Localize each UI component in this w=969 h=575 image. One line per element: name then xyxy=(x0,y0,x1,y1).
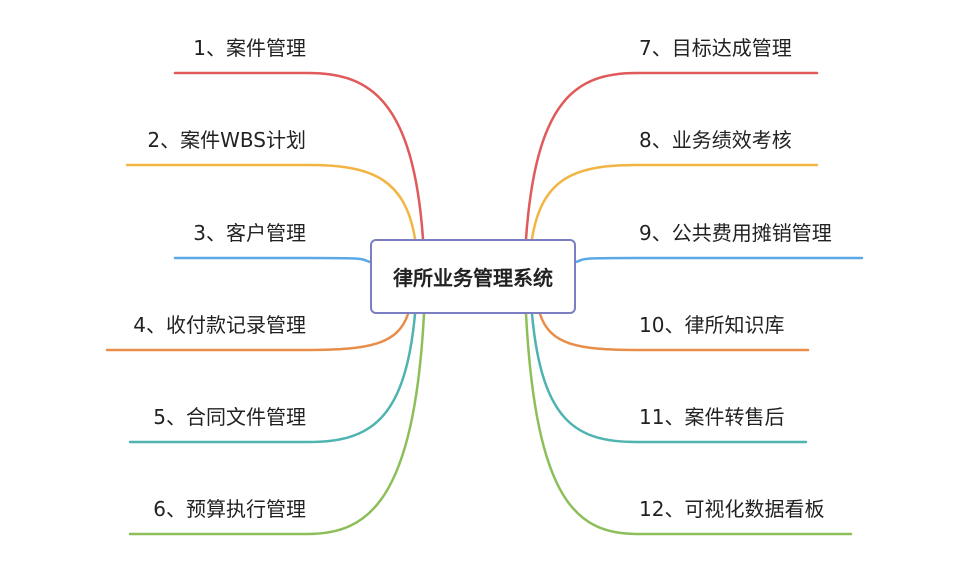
left-branch-connector-5 xyxy=(128,312,417,444)
left-branch-label-2[interactable]: 2、案件WBS计划 xyxy=(147,128,306,152)
right-branch-connector-1 xyxy=(524,71,819,241)
center-node-label: 律所业务管理系统 xyxy=(393,266,553,290)
right-branch-label-6[interactable]: 12、可视化数据看板 xyxy=(639,497,825,521)
left-branch-connector-3 xyxy=(173,256,372,264)
right-branch-connector-3 xyxy=(574,256,864,264)
left-branch-label-5[interactable]: 5、合同文件管理 xyxy=(153,405,306,429)
center-node[interactable]: 律所业务管理系统 xyxy=(370,239,576,314)
right-branch-connector-2 xyxy=(530,163,819,241)
right-branch-label-2[interactable]: 8、业务绩效考核 xyxy=(639,128,792,152)
right-branch-connector-6 xyxy=(524,312,853,536)
right-branch-connector-4 xyxy=(538,312,810,352)
left-branch-label-4[interactable]: 4、收付款记录管理 xyxy=(133,313,306,337)
left-branch-connector-1 xyxy=(173,71,425,241)
right-branch-label-3[interactable]: 9、公共费用摊销管理 xyxy=(639,221,832,245)
right-branch-label-5[interactable]: 11、案件转售后 xyxy=(639,405,785,429)
left-branch-connector-2 xyxy=(125,163,417,241)
right-branch-label-1[interactable]: 7、目标达成管理 xyxy=(639,36,792,60)
right-branch-label-4[interactable]: 10、律所知识库 xyxy=(639,313,785,337)
left-branch-label-1[interactable]: 1、案件管理 xyxy=(193,36,306,60)
left-branch-connector-4 xyxy=(105,312,410,352)
left-branch-label-3[interactable]: 3、客户管理 xyxy=(193,221,306,245)
left-branch-connector-6 xyxy=(128,312,426,536)
right-branch-connector-5 xyxy=(530,312,808,444)
left-branch-label-6[interactable]: 6、预算执行管理 xyxy=(153,497,306,521)
